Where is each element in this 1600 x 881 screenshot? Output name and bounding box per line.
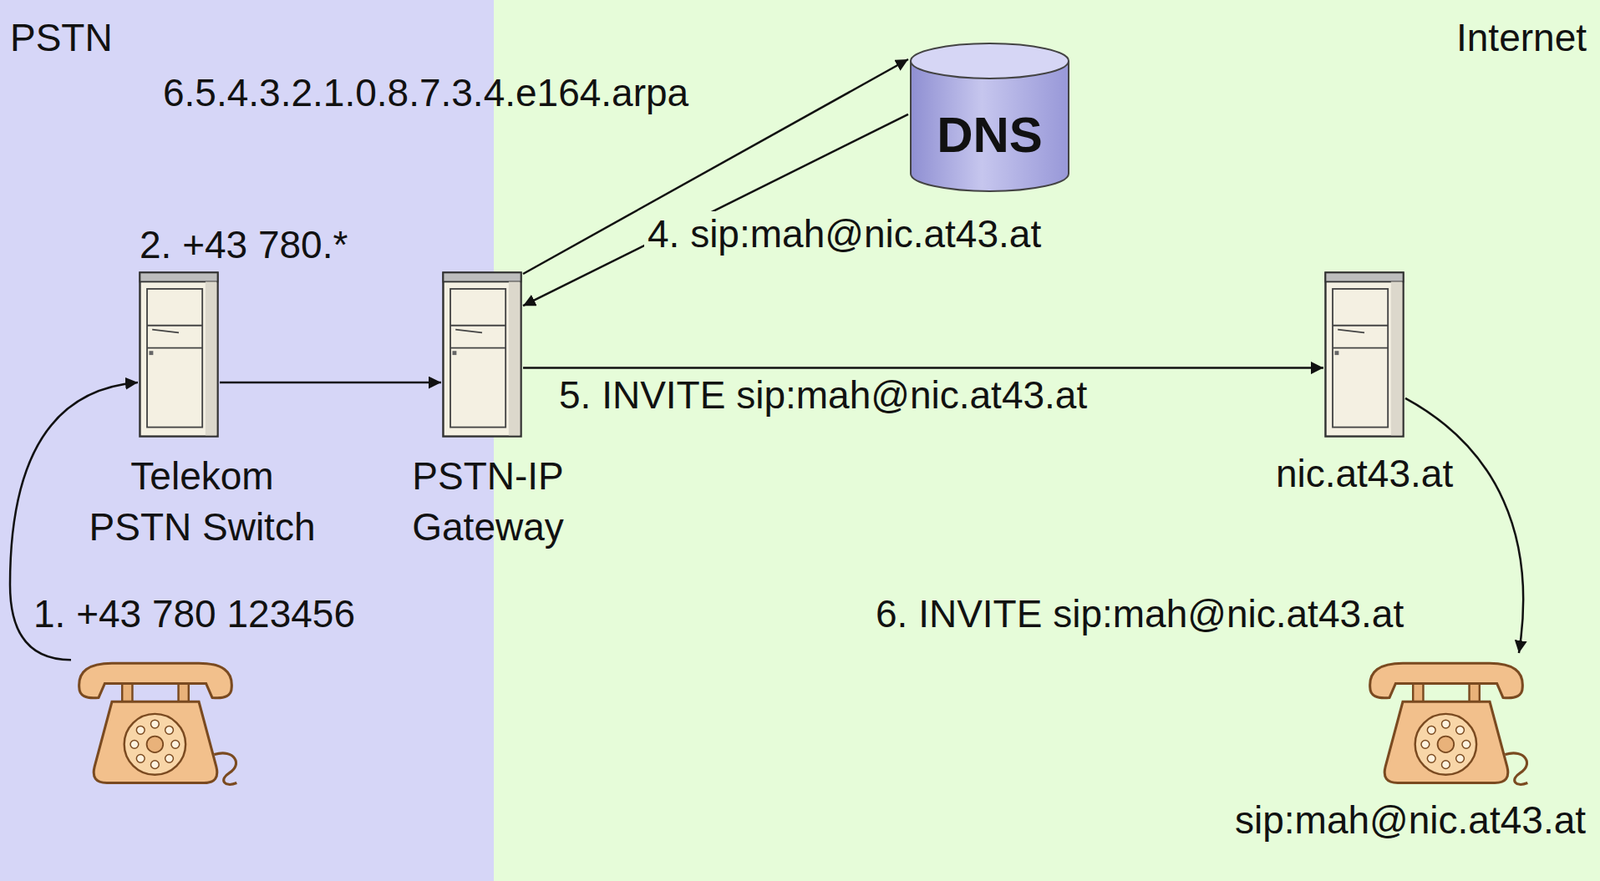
icon-part	[452, 350, 457, 356]
dns-database: DNS	[908, 40, 1072, 194]
icon-part	[455, 330, 483, 334]
icon-part	[1370, 663, 1524, 699]
icon-part	[1334, 350, 1339, 356]
edge-label: 6.5.4.3.2.1.0.8.7.3.4.e164.arpa	[162, 70, 689, 117]
icon-part	[1427, 726, 1436, 735]
icon-part	[450, 325, 506, 327]
icon-part	[171, 740, 180, 749]
icon-part	[205, 281, 217, 436]
icon-part	[147, 347, 203, 350]
edge-label: 4. sip:mah@nic.at43.at	[644, 211, 1045, 258]
icon-part	[1332, 289, 1388, 428]
icon-part	[147, 325, 203, 327]
icon-part	[442, 272, 521, 437]
icon-part	[1415, 714, 1477, 776]
icon-part	[1456, 754, 1465, 763]
icon-part	[136, 726, 145, 735]
icon-part	[121, 681, 133, 705]
icon-part	[1391, 281, 1402, 436]
icon-part	[139, 272, 218, 437]
icon-part	[150, 761, 159, 770]
icon-part	[178, 681, 189, 705]
icon-part	[130, 740, 139, 749]
dialed-number: 1. +43 780 123456	[33, 591, 356, 638]
icon-part	[1325, 272, 1403, 282]
icon-part	[1437, 736, 1455, 753]
icon-part	[1469, 681, 1480, 705]
server-icon	[441, 270, 524, 439]
icon-part	[1456, 726, 1465, 735]
icon-part	[79, 663, 233, 699]
icon-part	[150, 720, 159, 729]
sip-address: sip:mah@nic.at43.at	[1234, 797, 1586, 844]
server-label: PSTN-IP Gateway	[400, 451, 576, 554]
icon-part	[442, 272, 521, 282]
server-label: nic.at43.at	[1275, 451, 1453, 498]
icon-part	[1462, 740, 1471, 749]
region-title: PSTN	[10, 15, 113, 61]
edge-label: 6. INVITE sip:mah@nic.at43.at	[872, 591, 1407, 638]
icon-part	[139, 272, 218, 282]
server-icon	[1323, 270, 1406, 439]
icon-part	[148, 350, 153, 356]
routing-rule: 2. +43 780.*	[139, 222, 348, 269]
icon-part	[1384, 701, 1509, 783]
icon-part	[147, 289, 203, 428]
icon-part	[147, 736, 164, 753]
icon-part	[1332, 325, 1388, 327]
icon-part	[1325, 272, 1403, 437]
phone-icon	[1361, 653, 1531, 791]
server-icon	[137, 270, 220, 439]
caller-phone: 1. +43 780 123456	[71, 653, 240, 791]
icon-part	[152, 330, 179, 334]
icon-part	[165, 754, 174, 763]
icon-part	[136, 754, 145, 763]
icon-part	[1332, 347, 1388, 350]
icon-part	[450, 347, 506, 350]
edge-label: 5. INVITE sip:mah@nic.at43.at	[555, 372, 1091, 419]
icon-part	[508, 281, 520, 436]
pstn-region: PSTN2. +43 780.*Telekom PSTN Switch1. +4…	[0, 0, 494, 881]
icon-part	[910, 60, 1069, 192]
icon-part	[93, 701, 218, 783]
region-title: Internet	[1456, 15, 1587, 61]
icon-part	[124, 714, 186, 776]
icon-part	[165, 726, 174, 735]
internet-region: InternetDNS nic.at43.at sip:mah@nic.at43.a…	[493, 0, 1600, 881]
server-label: Telekom PSTN Switch	[76, 451, 328, 554]
icon-part	[1427, 754, 1436, 763]
callee-phone: sip:mah@nic.at43.at	[1361, 653, 1531, 791]
icon-part	[1412, 681, 1423, 705]
icon-part	[910, 43, 1069, 79]
phone-icon	[71, 653, 240, 791]
icon-part	[1421, 740, 1430, 749]
icon-part	[1441, 761, 1450, 770]
icon-part	[1337, 330, 1365, 334]
icon-part	[450, 289, 506, 428]
gateway-server: PSTN-IP Gateway	[441, 270, 524, 439]
sip-server: nic.at43.at	[1323, 270, 1406, 439]
node-title: DNS	[936, 110, 1043, 161]
pstn-switch: 2. +43 780.*Telekom PSTN Switch	[137, 270, 220, 439]
icon-part	[1441, 720, 1450, 729]
